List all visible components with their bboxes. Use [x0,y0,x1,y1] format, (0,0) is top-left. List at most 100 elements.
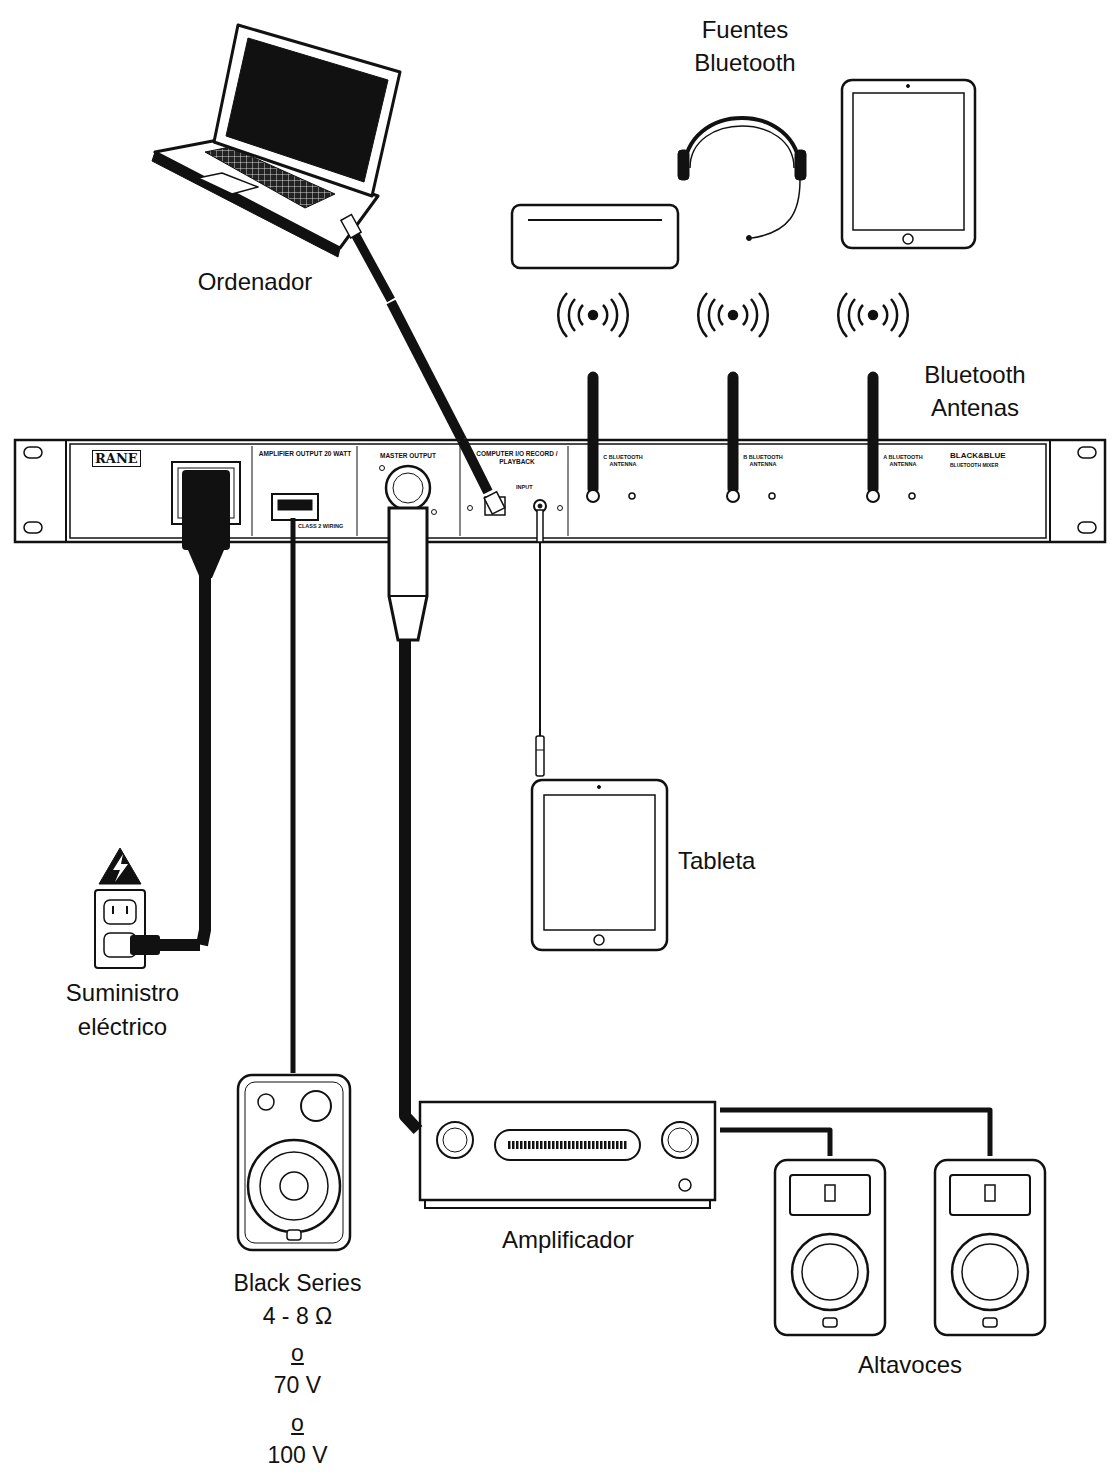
bluetooth-sources-group: Fuentes Bluetooth [505,8,985,272]
wireless-symbol [838,293,908,337]
panel-label: AMPLIFIER OUTPUT 20 WATT [255,450,355,458]
speaker-illustration [238,1075,350,1250]
device-label: Ordenador [185,265,325,298]
laptop-illustration [214,25,400,196]
audio-jack-plug [536,736,544,776]
device-label: o [205,1409,390,1437]
device-label: 4 - 8 Ω [205,1302,390,1330]
power-plug [182,470,230,550]
amplifier-illustration [679,1179,691,1191]
rack-unit-illustration [1049,440,1051,542]
headset-illustration [795,150,806,180]
tablet-illustration [532,780,667,950]
speaker-illustration [985,1185,995,1201]
rack-unit-illustration [432,510,437,515]
cable-connector [391,302,462,440]
speaker-illustration [935,1160,1045,1335]
speaker-illustration [258,1094,274,1110]
laptop-device: Ordenador [150,20,405,302]
amplifier-illustration [507,1141,628,1149]
xlr-plug [389,508,427,640]
antenna-label: Bluetooth Antenas [900,358,1050,424]
speaker-device: Black Series4 - 8 Ωo70 Vo100 V [205,1073,392,1471]
headset-illustration [752,180,800,238]
wireless-symbol [869,311,877,319]
speaker-illustration [775,1160,885,1335]
audio-jack-plug [536,510,544,776]
rack-unit-illustration [1078,522,1096,533]
panel-label: BLACK&BLUE [950,451,1006,461]
bluetooth-speaker-illustration [512,205,678,268]
speaker-cable [293,518,294,542]
tablet-illustration [907,85,910,88]
speaker-illustration [952,1234,1028,1310]
power-outlet-illustration [113,854,128,882]
device-label: Fuentes Bluetooth [670,13,820,79]
power-plug [130,470,230,955]
laptop-illustration [198,173,258,194]
rack-unit-illustration [278,500,312,510]
amplifier-illustration [437,1122,473,1158]
wireless-symbol [558,293,628,337]
headset-illustration [678,150,689,180]
tablet-illustration [903,234,913,244]
power-outlet-illustration [112,906,114,914]
rack-unit-illustration [272,494,318,520]
device-label: Suministro eléctrico [45,976,200,1044]
tablet-device: Tableta [528,776,786,954]
headset-illustration [678,118,806,241]
device-label: Amplificador [418,1223,718,1256]
headset-illustration [747,236,752,241]
panel-label: BLUETOOTH MIXER [950,462,998,468]
usb-cable [341,215,505,514]
rack-unit-illustration [24,447,42,458]
amplifier-illustration [420,1102,715,1200]
speaker-illustration [790,1175,870,1215]
rack-unit-illustration [15,440,1105,542]
speaker-pair: Altavoces [768,1156,1054,1392]
tablet-illustration [842,80,975,248]
speaker-illustration [792,1234,868,1310]
rack-unit-illustration [24,522,42,533]
cable-connector [720,1130,830,1156]
bluetooth-antenna [588,372,598,494]
speaker-illustration [802,1244,858,1300]
tablet-illustration [842,80,975,248]
device-label: 70 V [205,1371,390,1399]
speaker-illustration [962,1244,1018,1300]
speaker-illustration [260,1152,328,1220]
device-label: Altavoces [768,1348,1052,1381]
rack-unit-illustration [357,446,358,536]
xlr-plug [389,508,427,640]
bluetooth-antenna [587,490,599,502]
power-outlet-illustration [126,906,128,914]
audio-jack-plug [537,510,543,542]
headset-illustration [690,126,794,168]
panel-label: RANE [92,450,141,467]
rack-unit-illustration [460,446,461,536]
device-label: 100 V [205,1441,390,1469]
tablet-illustration [853,93,964,230]
rack-unit-illustration [380,466,385,471]
wireless-symbol [729,311,737,319]
bluetooth-antenna [868,372,878,494]
speaker-illustration [245,1082,343,1243]
audio-jack-plug [536,750,544,751]
rack-unit-illustration [15,440,1105,542]
speaker-illustration [823,1318,837,1327]
cable-connector [720,1110,990,1156]
bluetooth-antenna [909,493,915,499]
power-outlet-illustration [99,848,141,884]
speaker-illustration [238,1075,350,1250]
cable-connector [291,542,296,1073]
panel-label: MASTER OUTPUT [360,452,456,460]
speaker-illustration [950,1175,1030,1215]
amplifier-illustration [662,1122,698,1158]
tablet-illustration [594,935,604,945]
power-outlet: Suministro eléctrico [45,848,202,1048]
